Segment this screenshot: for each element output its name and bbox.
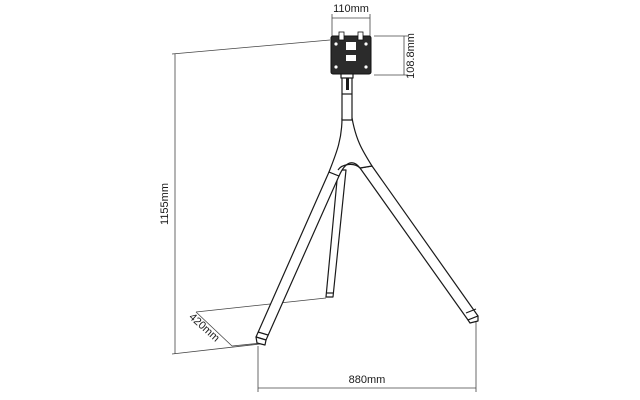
left-leg-foot	[255, 336, 267, 346]
stand-body	[255, 65, 479, 346]
vesa-plate	[330, 31, 372, 75]
foot-span-label: 880mm	[349, 374, 386, 386]
plate-hole-1	[334, 42, 338, 46]
left-leg-cap	[257, 331, 269, 336]
right-leg	[359, 165, 479, 321]
plate-window-bottom	[346, 55, 356, 61]
plate-height-label: 108.8mm	[405, 33, 417, 79]
plate-hook-left	[338, 31, 345, 41]
overall-height-label: 1155mm	[159, 183, 171, 225]
height-ext-bottom	[171, 343, 261, 355]
back-leg	[325, 169, 347, 298]
plate-window-top	[346, 42, 356, 50]
joint-curve	[337, 163, 361, 171]
dimension-lines	[171, 14, 477, 392]
depth-dim-line	[195, 311, 233, 347]
plate-hook-right	[357, 31, 364, 41]
plate-hole-4	[364, 65, 368, 69]
y-joint	[328, 117, 373, 177]
plate-width-label: 110mm	[333, 3, 369, 15]
height-ext-top	[171, 39, 331, 55]
pole-slot	[346, 78, 349, 90]
right-leg-cap	[465, 308, 477, 314]
plate-hole-2	[364, 42, 368, 46]
depth-ext-back	[195, 297, 327, 313]
left-leg	[255, 171, 340, 341]
foot-depth-label: 420mm	[186, 311, 221, 344]
plate-hole-3	[334, 65, 338, 69]
right-leg-foot	[467, 315, 479, 324]
